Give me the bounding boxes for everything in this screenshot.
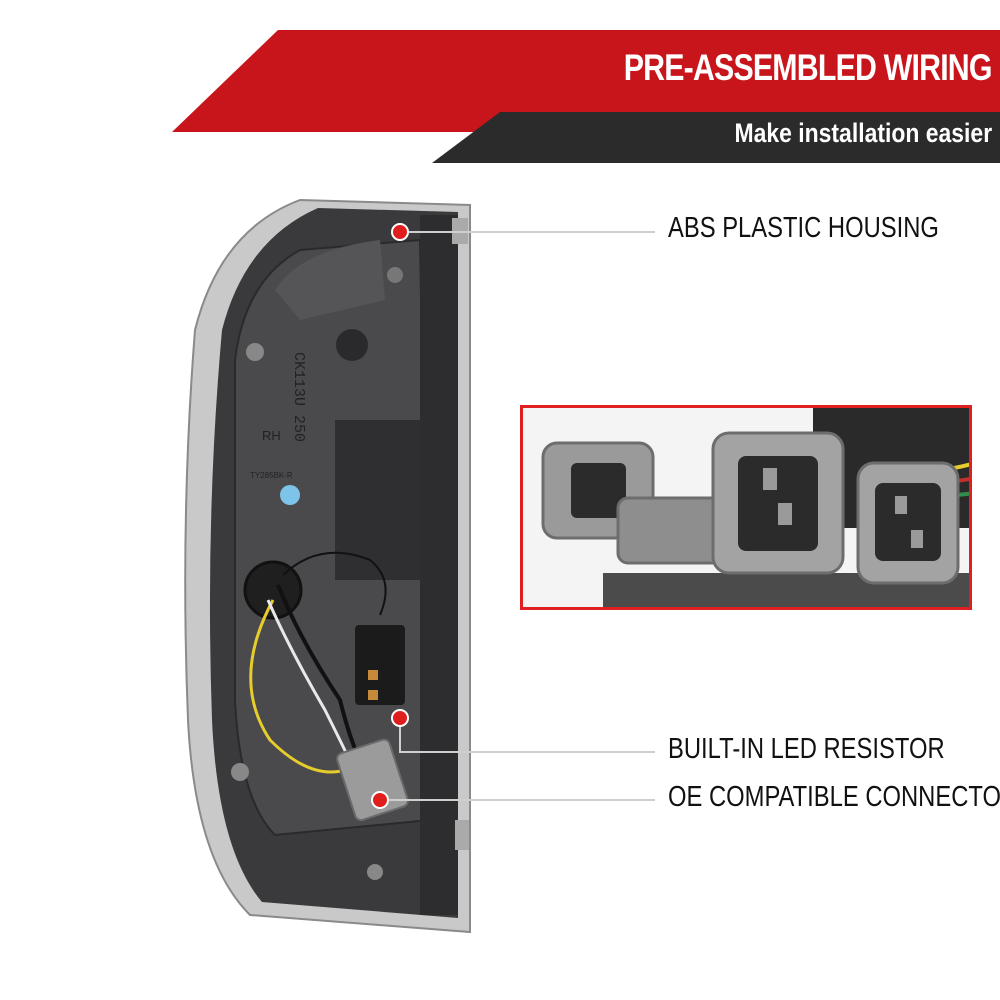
screw-icon xyxy=(387,267,403,283)
callout-label-housing: ABS PLASTIC HOUSING xyxy=(668,212,939,244)
mounting-clip xyxy=(455,820,469,850)
banner-subtitle: Make installation easier xyxy=(734,118,992,148)
resistor-pad xyxy=(368,670,378,680)
screw-icon xyxy=(367,864,383,880)
housing-part-code: CK113U 250 xyxy=(290,352,307,442)
screw-icon xyxy=(246,343,264,361)
housing-rail xyxy=(420,215,458,915)
resistor-block xyxy=(355,625,405,705)
banner-red-band xyxy=(172,30,1000,132)
wire-black-2 xyxy=(282,551,387,616)
housing-top-rib xyxy=(275,240,385,320)
callout-label-resistor: BUILT-IN LED RESISTOR xyxy=(668,733,945,765)
housing-cavity xyxy=(335,420,420,580)
banner-dark-band xyxy=(432,112,1000,163)
sticker-icon xyxy=(280,485,300,505)
connector-inset-photo xyxy=(520,405,972,610)
housing-boss xyxy=(336,329,368,361)
wire-yellow xyxy=(249,599,346,774)
resistor-pad xyxy=(368,690,378,700)
wire-white xyxy=(266,599,354,766)
inset-connector-3 xyxy=(856,461,960,585)
inset-connector-1 xyxy=(541,441,740,565)
callout-line-resistor xyxy=(399,718,655,753)
marker-resistor-icon xyxy=(391,709,409,727)
wire-black xyxy=(276,584,362,761)
housing-side-mark: RH xyxy=(262,428,281,443)
marker-housing-icon xyxy=(391,223,409,241)
connector-inset-graphic xyxy=(523,408,969,607)
inset-connector-2 xyxy=(711,431,845,575)
screw-icon xyxy=(231,763,249,781)
housing-model-mark: TY285BK-R xyxy=(250,471,293,480)
marker-connector-icon xyxy=(371,791,389,809)
callout-label-connectors: OE COMPATIBLE CONNECTORS xyxy=(668,781,1000,813)
banner-title: PRE-ASSEMBLED WIRING xyxy=(624,47,993,88)
